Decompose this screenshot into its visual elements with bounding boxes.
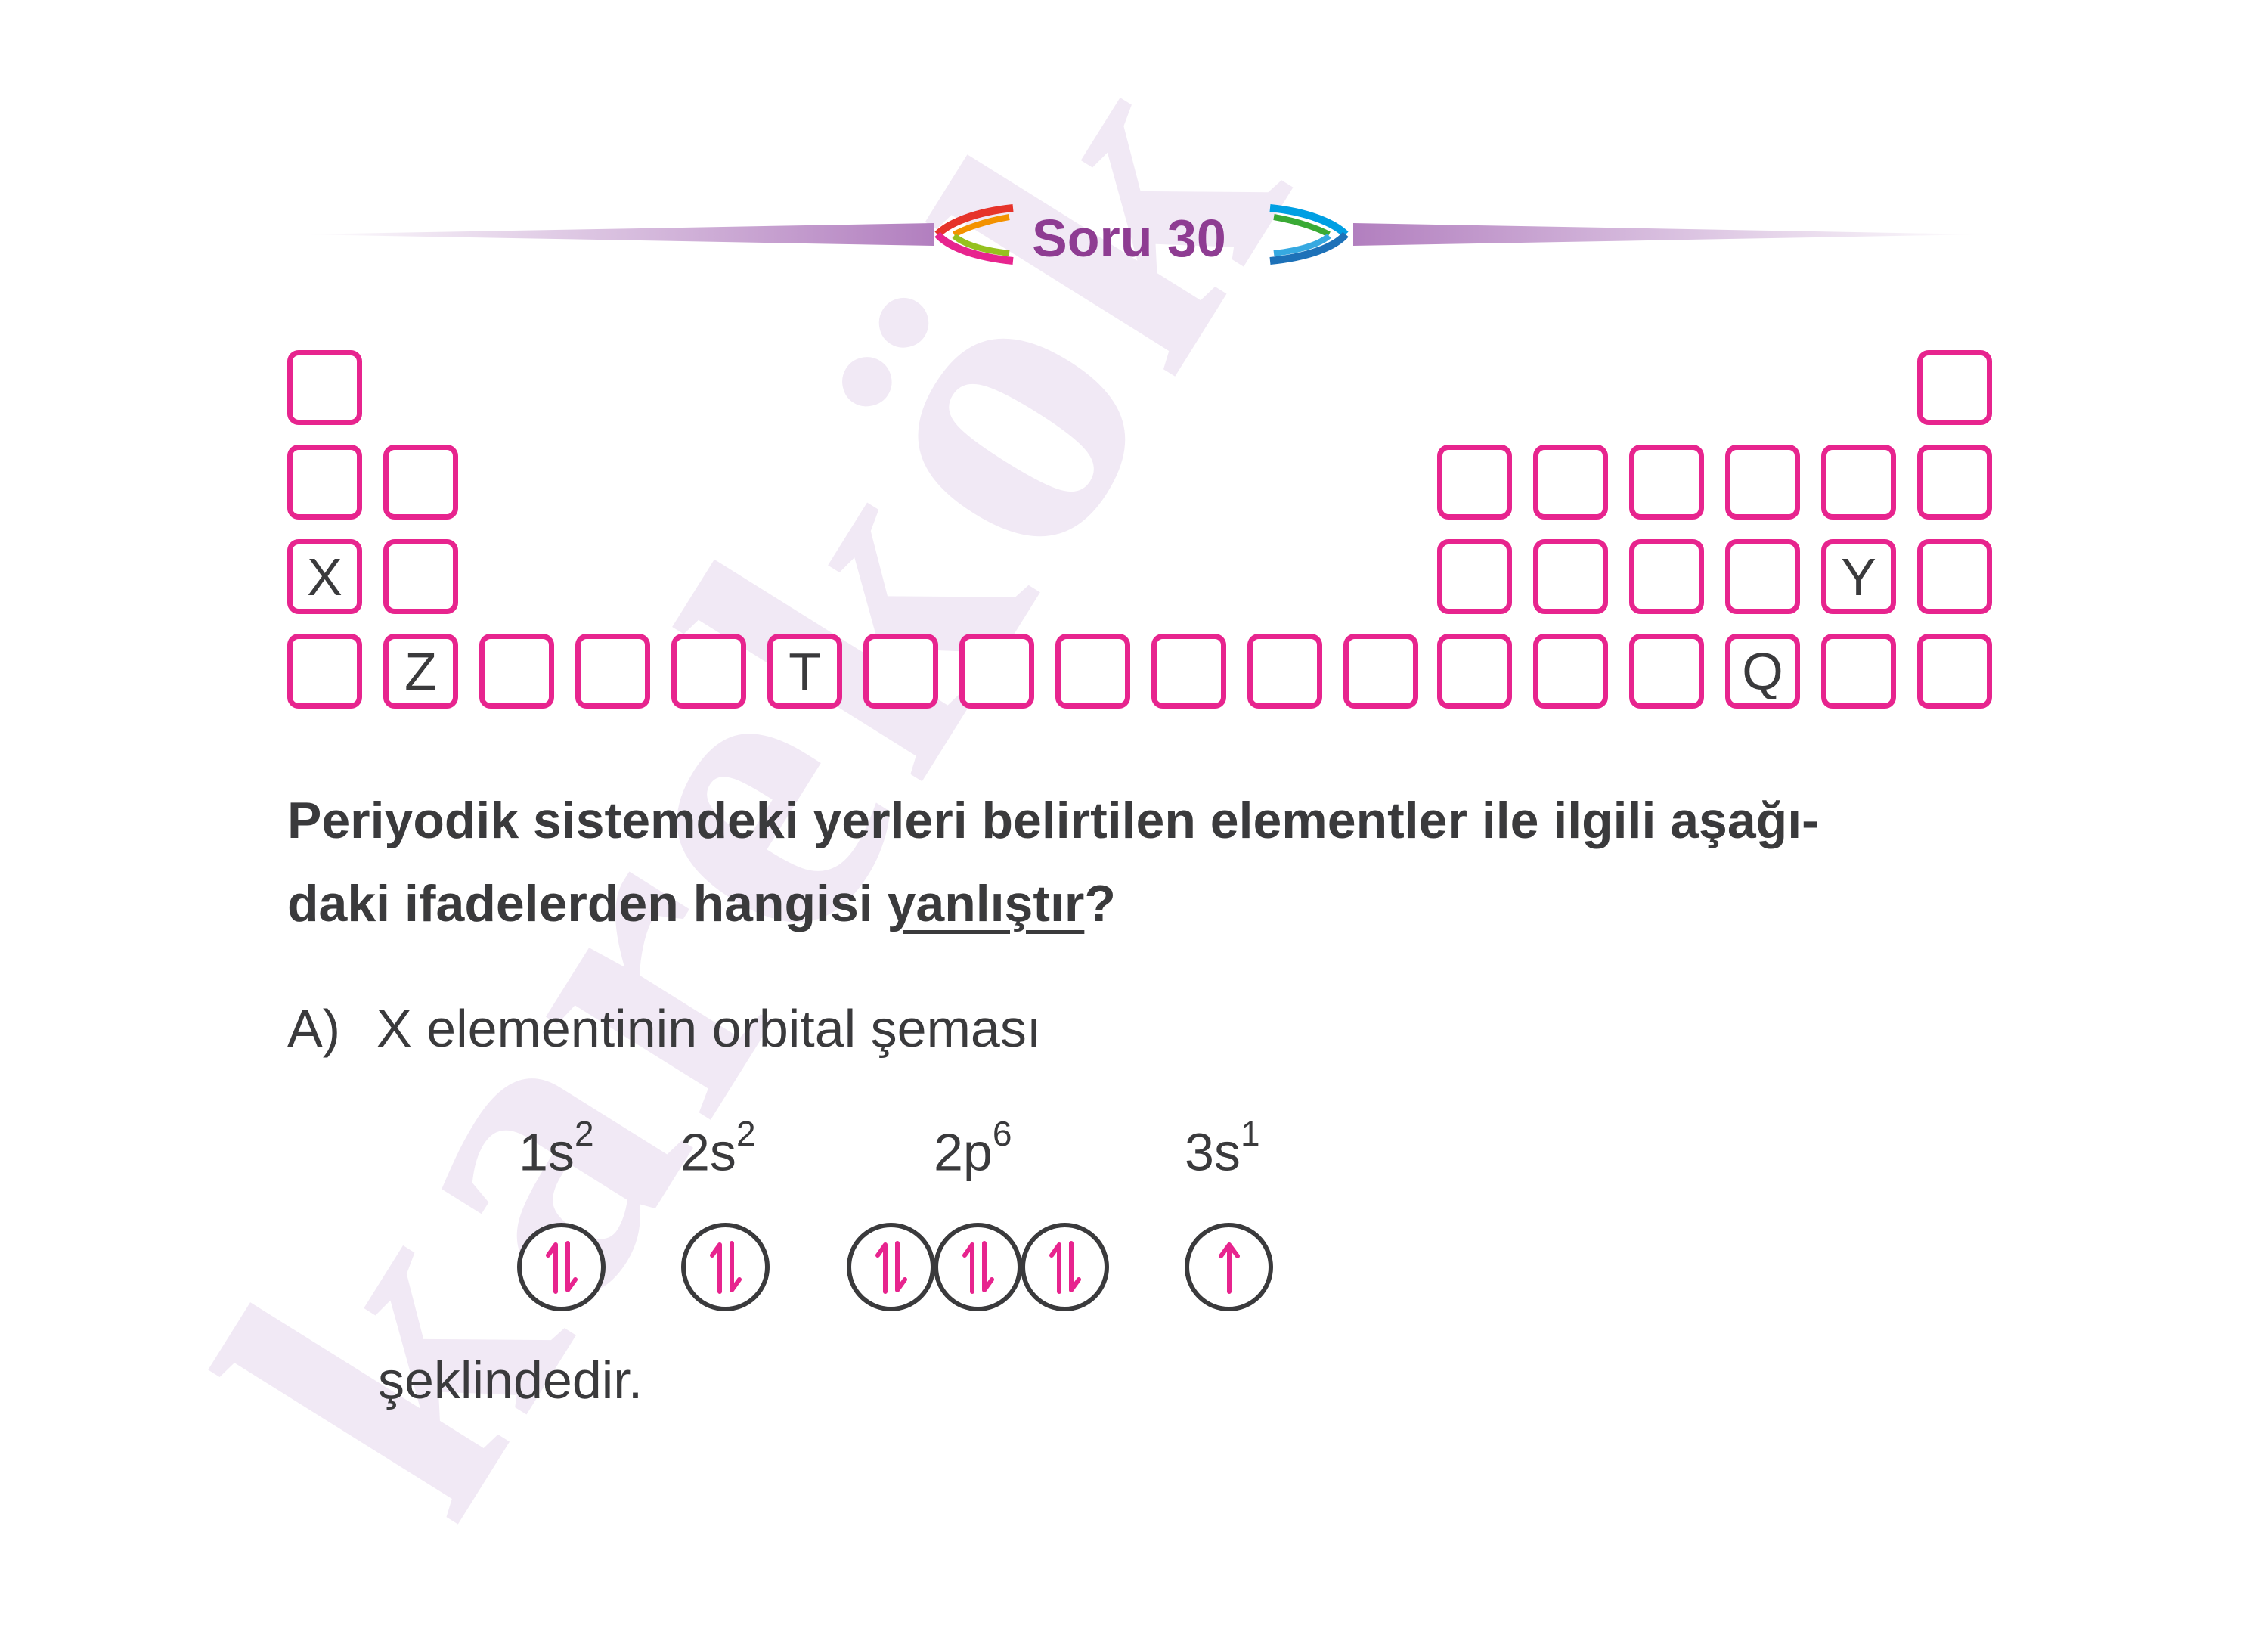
orbital-2p-box-3 — [1021, 1223, 1109, 1311]
cell-element-q: Q — [1725, 634, 1800, 709]
cell-group14-period3 — [1533, 539, 1608, 614]
cell-group18-period2 — [1917, 445, 1992, 520]
cell-group9-period4 — [1055, 634, 1130, 709]
option-a[interactable]: A) X elementinin orbital şeması — [287, 998, 1041, 1059]
cell-group1-period1 — [287, 350, 362, 425]
cell-group18-period1 — [1917, 350, 1992, 425]
cell-group17-period2 — [1821, 445, 1896, 520]
cell-group2-period2 — [383, 445, 458, 520]
cell-group13-period3 — [1437, 539, 1512, 614]
cell-element-t: T — [767, 634, 842, 709]
element-label-t: T — [789, 641, 821, 701]
orbital-label-3s: 3s1 — [1185, 1114, 1260, 1182]
cell-group4-period4 — [575, 634, 650, 709]
cell-element-x: X — [287, 539, 362, 614]
header-decoration — [302, 204, 1981, 265]
question-number-title: Soru 30 — [1032, 209, 1226, 268]
question-line-2: daki ifadelerden hangisi yanlıştır? — [287, 862, 2026, 945]
cell-group11-period4 — [1247, 634, 1322, 709]
cell-group16-period3 — [1725, 539, 1800, 614]
cell-group14-period4 — [1533, 634, 1608, 709]
orbital-2p-box-1 — [847, 1223, 935, 1311]
element-label-x: X — [307, 547, 342, 606]
single-electron-arrow-icon — [1218, 1242, 1240, 1294]
option-a-ending: şeklindedir. — [378, 1351, 643, 1410]
cell-group10-period4 — [1151, 634, 1226, 709]
question-mark: ? — [1084, 875, 1116, 932]
cell-element-z: Z — [383, 634, 458, 709]
cell-group1-period2 — [287, 445, 362, 520]
cell-group5-period4 — [671, 634, 746, 709]
cell-group18-period3 — [1917, 539, 1992, 614]
option-a-letter: A) — [287, 999, 340, 1058]
paired-electron-arrows-icon — [1049, 1240, 1081, 1294]
cell-group17-period4 — [1821, 634, 1896, 709]
element-label-q: Q — [1742, 641, 1783, 701]
cell-group3-period4 — [479, 634, 554, 709]
option-a-text: X elementinin orbital şeması — [376, 999, 1042, 1058]
orbital-3s-box — [1185, 1223, 1273, 1311]
orbital-label-1s: 1s2 — [519, 1114, 594, 1182]
cell-group8-period4 — [959, 634, 1034, 709]
paired-electron-arrows-icon — [709, 1240, 742, 1294]
element-label-z: Z — [404, 641, 437, 701]
element-label-y: Y — [1841, 547, 1876, 606]
orbital-2p-box-2 — [934, 1223, 1022, 1311]
orbital-2s-box — [681, 1223, 770, 1311]
cell-group15-period2 — [1629, 445, 1704, 520]
cell-group7-period4 — [863, 634, 938, 709]
paired-electron-arrows-icon — [545, 1240, 578, 1294]
cell-group13-period2 — [1437, 445, 1512, 520]
cell-group2-period3 — [383, 539, 458, 614]
orbital-1s-box — [517, 1223, 606, 1311]
cell-group14-period2 — [1533, 445, 1608, 520]
cell-group13-period4 — [1437, 634, 1512, 709]
question-emphasis: yanlıştır — [887, 875, 1085, 932]
cell-group1-period4 — [287, 634, 362, 709]
question-header: Soru 30 — [0, 193, 2268, 276]
cell-group18-period4 — [1917, 634, 1992, 709]
orbital-label-2p: 2p6 — [934, 1114, 1012, 1182]
cell-element-y: Y — [1821, 539, 1896, 614]
cell-group12-period4 — [1343, 634, 1418, 709]
paired-electron-arrows-icon — [962, 1240, 994, 1294]
cell-group15-period4 — [1629, 634, 1704, 709]
cell-group16-period2 — [1725, 445, 1800, 520]
question-text: Periyodik sistemdeki yerleri belirtilen … — [287, 779, 2026, 945]
question-line-2-prefix: daki ifadelerden hangisi — [287, 875, 888, 932]
question-line-1: Periyodik sistemdeki yerleri belirtilen … — [287, 792, 1819, 849]
paired-electron-arrows-icon — [875, 1240, 907, 1294]
orbital-label-2s: 2s2 — [680, 1114, 756, 1182]
cell-group15-period3 — [1629, 539, 1704, 614]
